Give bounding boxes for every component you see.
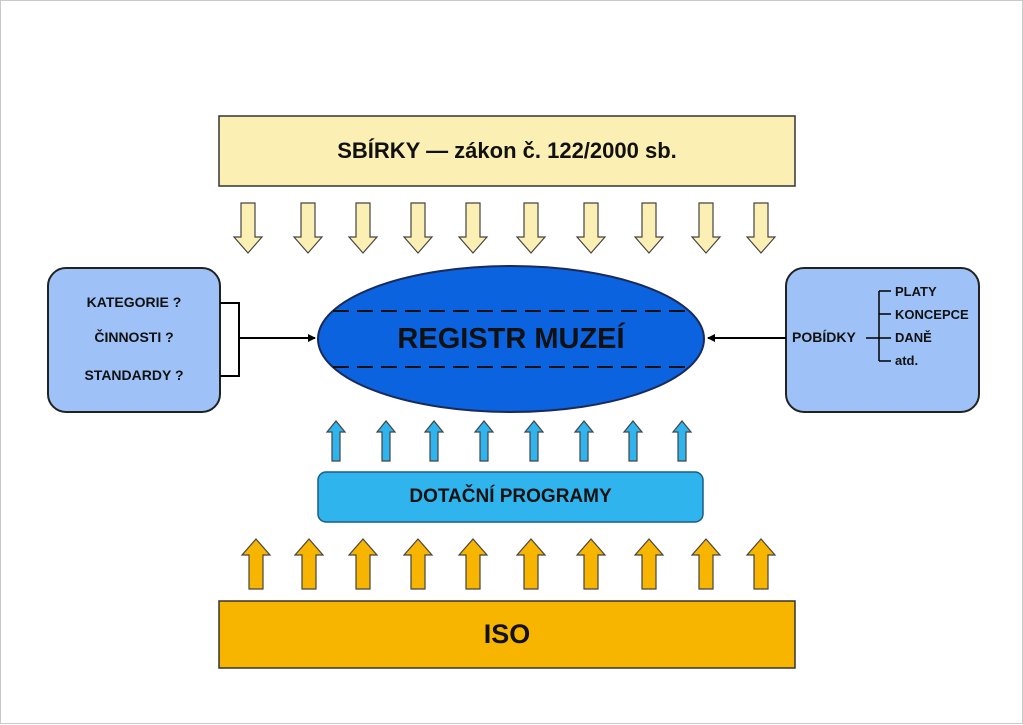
up-arrow-orange	[240, 538, 272, 590]
up-arrow-orange	[633, 538, 665, 590]
sbirky-label: SBÍRKY — zákon č. 122/2000 sb.	[337, 138, 677, 163]
pobidky-tree	[866, 290, 891, 362]
up-arrow-blue	[622, 420, 644, 462]
registr-label: REGISTR MUZEÍ	[397, 322, 625, 355]
iso-box	[218, 600, 796, 669]
up-arrow-orange	[515, 538, 547, 590]
up-arrow-orange	[457, 538, 489, 590]
dotacni-programy-box	[317, 471, 704, 523]
up-arrow-blue	[325, 420, 347, 462]
down-arrow	[347, 202, 379, 254]
down-arrow	[457, 202, 489, 254]
pobidky-item-platy: PLATY	[895, 284, 937, 299]
up-arrow-orange	[293, 538, 325, 590]
up-arrow-orange	[690, 538, 722, 590]
up-arrow-orange	[575, 538, 607, 590]
pobidky-item-dane: DANĚ	[895, 330, 932, 345]
up-arrows-blue-group	[325, 420, 693, 462]
up-arrow-blue	[573, 420, 595, 462]
up-arrow-orange	[347, 538, 379, 590]
down-arrow	[232, 202, 264, 254]
right-pobidky-box	[785, 267, 980, 413]
pobidky-label: POBÍDKY	[792, 329, 856, 345]
up-arrows-orange-group	[240, 538, 777, 590]
registr-ellipse	[317, 265, 705, 413]
down-arrows-group	[232, 202, 777, 254]
up-arrow-blue	[671, 420, 693, 462]
down-arrow	[575, 202, 607, 254]
dotacni-programy-label: DOTAČNÍ PROGRAMY	[409, 486, 612, 507]
up-arrow-blue	[423, 420, 445, 462]
left-criteria-box	[47, 267, 221, 413]
sbirky-box	[218, 115, 796, 187]
up-arrow-orange	[745, 538, 777, 590]
up-arrow-orange	[402, 538, 434, 590]
pobidky-item-koncepce: KONCEPCE	[895, 307, 969, 322]
left-item-kategorie: KATEGORIE ?	[86, 294, 182, 310]
down-arrow	[292, 202, 324, 254]
down-arrow	[515, 202, 547, 254]
iso-label: ISO	[483, 619, 531, 649]
up-arrow-blue	[523, 420, 545, 462]
left-item-standardy: STANDARDY ?	[84, 367, 184, 383]
down-arrow	[633, 202, 665, 254]
up-arrow-blue	[375, 420, 397, 462]
left-bracket	[220, 302, 240, 377]
down-arrow	[745, 202, 777, 254]
down-arrow	[402, 202, 434, 254]
pobidky-item-atd: atd.	[895, 353, 919, 368]
up-arrow-blue	[473, 420, 495, 462]
down-arrow	[690, 202, 722, 254]
left-item-cinnosti: ČINNOSTI ?	[94, 329, 174, 345]
